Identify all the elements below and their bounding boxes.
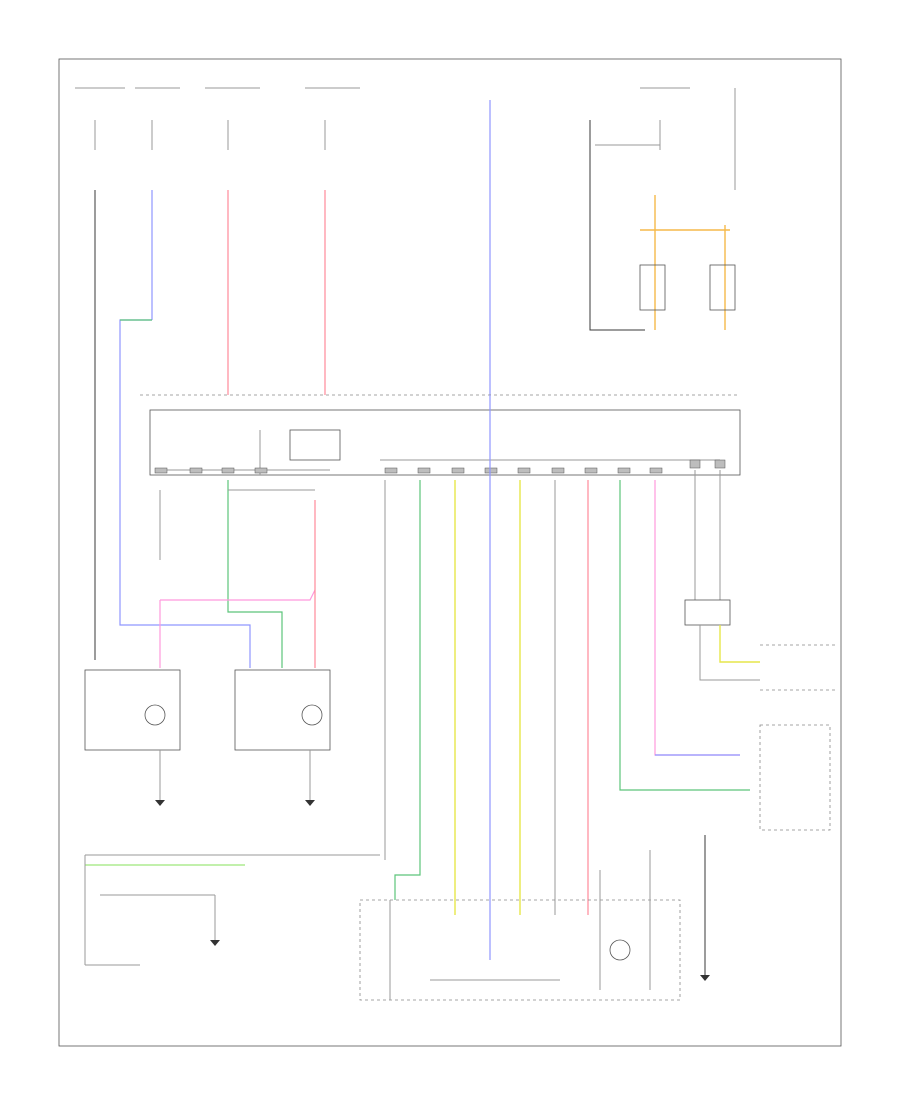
diagram-frame <box>58 58 842 1047</box>
fuse-column <box>94 120 661 150</box>
switch-feed-wires <box>384 395 750 960</box>
relay-module-top-right <box>589 120 736 331</box>
bottom-left-circuit <box>84 854 380 966</box>
central-junction-box <box>140 394 741 476</box>
feed-wires <box>94 100 491 668</box>
multifunction-switch <box>359 850 681 1001</box>
headlamp-section <box>84 480 331 806</box>
top-power-bus <box>75 87 736 190</box>
connector-pins <box>154 459 726 474</box>
right-side-modules <box>684 470 835 981</box>
